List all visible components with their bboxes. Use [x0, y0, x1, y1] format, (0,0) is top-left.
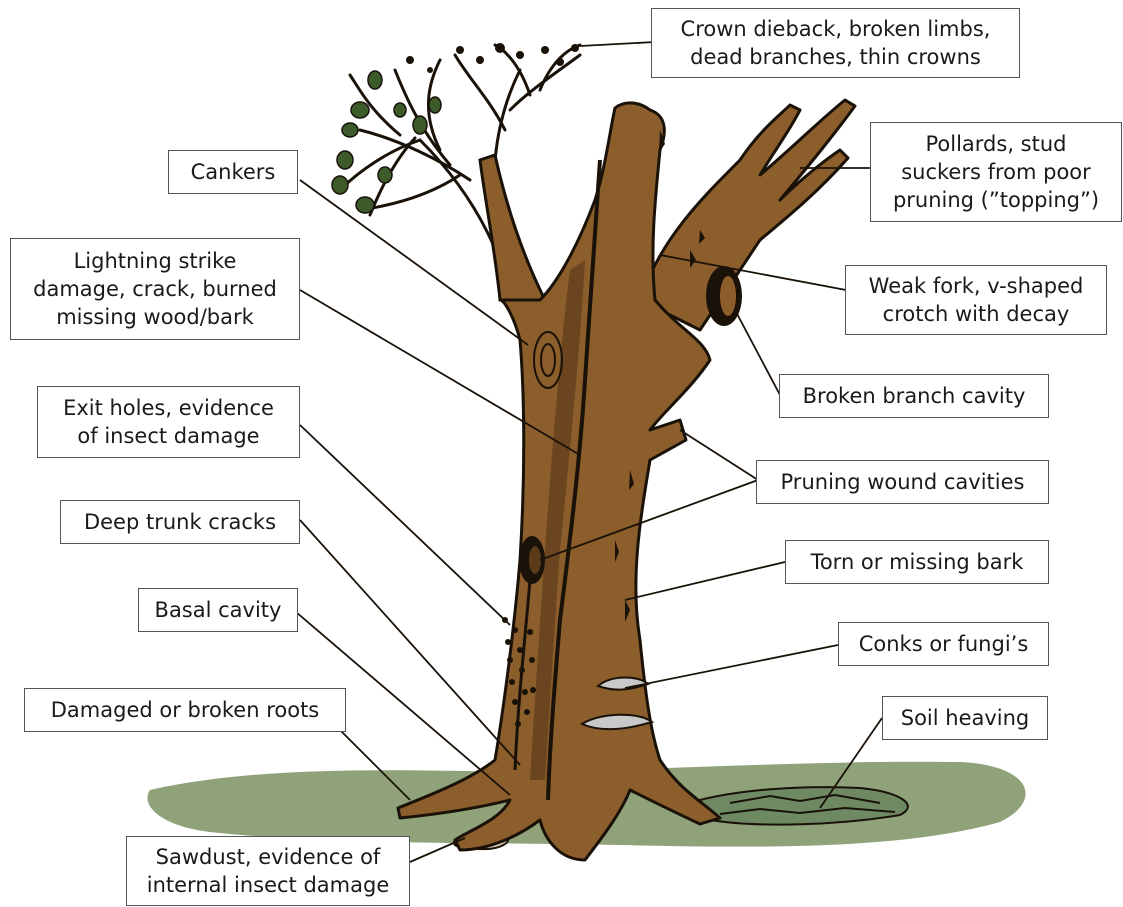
label-pruning-wound: Pruning wound cavities	[756, 460, 1049, 504]
label-broken-branch: Broken branch cavity	[779, 374, 1049, 418]
label-sawdust: Sawdust, evidence of internal insect dam…	[126, 836, 410, 906]
exit-holes-dots	[502, 617, 536, 727]
label-lightning: Lightning strike damage, crack, burned m…	[10, 238, 300, 340]
left-limb	[478, 153, 548, 302]
label-crown-dieback: Crown dieback, broken limbs, dead branch…	[651, 8, 1020, 78]
dead-twig-tips	[406, 43, 579, 73]
label-damaged-roots: Damaged or broken roots	[24, 688, 346, 732]
label-weak-fork: Weak fork, v-shaped crotch with decay	[845, 265, 1107, 335]
label-soil-heaving: Soil heaving	[882, 696, 1048, 740]
leader-lines	[295, 41, 883, 863]
pollard-branches	[638, 98, 857, 332]
label-basal-cavity: Basal cavity	[138, 588, 298, 632]
trunk-shadow	[530, 260, 585, 780]
lightning-crack	[546, 159, 602, 801]
label-torn-bark: Torn or missing bark	[785, 540, 1049, 584]
label-pollards: Pollards, stud suckers from poor pruning…	[870, 122, 1122, 222]
label-conks: Conks or fungi’s	[838, 622, 1049, 666]
label-exit-holes: Exit holes, evidence of insect damage	[37, 386, 300, 458]
label-cankers: Cankers	[168, 150, 298, 194]
bark-texture	[615, 130, 705, 622]
canker-texture	[533, 331, 563, 389]
soil-heaving-mound	[698, 786, 909, 826]
crown-leaves	[331, 70, 442, 214]
label-deep-cracks: Deep trunk cracks	[60, 500, 300, 544]
